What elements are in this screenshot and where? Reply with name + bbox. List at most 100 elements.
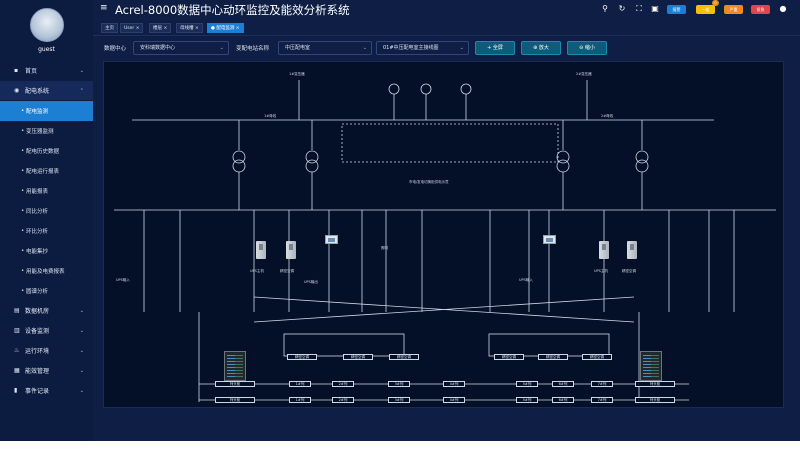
subitem-meter-reading[interactable]: • 电能集抄 — [21, 248, 49, 255]
serious-alarm-button[interactable]: 严重 — [724, 5, 743, 14]
sidebar-item-events[interactable]: ▮ 事件记录 ⌄ — [0, 381, 93, 400]
row-box[interactable]: 5#列 — [516, 381, 538, 387]
row-box[interactable]: 5#列 — [516, 397, 538, 403]
branch-label: UPS输出 — [304, 280, 318, 284]
subitem-power-monitor[interactable]: • 配电监测 — [0, 101, 93, 121]
subitem-report[interactable]: • 配电运行报表 — [21, 168, 60, 175]
row-head-box[interactable]: 列头柜 — [635, 397, 675, 403]
button-label: 全屏 — [492, 45, 503, 51]
center-select[interactable]: 安科瑞数据中心⌄ — [133, 41, 229, 55]
bus-label-1: 1#母线 — [264, 114, 277, 118]
meter-device[interactable] — [543, 235, 556, 244]
app-title: Acrel-8000数据中心动环监控及能效分析系统 — [115, 3, 350, 17]
tab-busway[interactable]: 母线槽 × — [176, 23, 203, 33]
avatar[interactable] — [30, 8, 64, 42]
branch-label: 精密空调 — [280, 269, 294, 273]
server-rack-right[interactable] — [640, 351, 662, 381]
tab-home[interactable]: 主页 — [101, 23, 118, 33]
sidebar-item-label: 数据机房 — [25, 308, 50, 315]
fullscreen-button[interactable]: + 全屏 — [475, 41, 515, 55]
bus-label-2: 2#母线 — [601, 114, 614, 118]
row-box[interactable]: 7#列 — [591, 397, 613, 403]
ups-cabinet[interactable] — [599, 241, 609, 259]
ups-cabinet[interactable] — [256, 241, 266, 259]
chevron-down-icon: ⌄ — [79, 307, 84, 314]
sidebar-item-datacenter[interactable]: ▤ 数据机房 ⌄ — [0, 301, 93, 320]
sidebar-item-power[interactable]: ◉ 配电系统 ⌃ — [0, 81, 93, 100]
station-select[interactable]: 中压配电室⌄ — [278, 41, 372, 55]
row-box[interactable]: 1#列 — [289, 381, 311, 387]
sidebar-item-device[interactable]: ▥ 设备监测 ⌄ — [0, 321, 93, 340]
subitem-energy-report[interactable]: • 用能报表 — [21, 188, 49, 195]
sidebar-item-label: 设备监测 — [25, 328, 50, 335]
tab-label: 母线槽 — [180, 26, 194, 31]
crac-box[interactable]: 精密空调 — [389, 354, 419, 360]
tab-power-monitor[interactable]: ● 配电监测 × — [207, 23, 244, 33]
diagram-lines — [114, 80, 776, 402]
row-box[interactable]: 3#列 — [388, 381, 410, 387]
row-box[interactable]: 2#列 — [332, 397, 354, 403]
crac-box[interactable]: 精密空调 — [287, 354, 317, 360]
tab-label: User — [124, 26, 135, 31]
tab-floor[interactable]: 楼层 × — [149, 23, 172, 33]
crac-box[interactable]: 精密空调 — [582, 354, 612, 360]
normal-alarm-button[interactable]: 一般 — [696, 5, 715, 14]
crac-box[interactable]: 精密空调 — [494, 354, 524, 360]
row-box[interactable]: 4#列 — [443, 381, 465, 387]
zoom-in-icon: ⊕ — [533, 45, 538, 51]
chevron-down-icon: ⌄ — [79, 67, 84, 74]
branch-label: UPS输入 — [116, 278, 130, 282]
meter-device[interactable] — [325, 235, 338, 244]
urgent-alarm-button[interactable]: 紧急 — [751, 5, 770, 14]
sidebar-item-label: 首页 — [25, 68, 38, 75]
sidebar-item-energy[interactable]: ▦ 能效管理 ⌄ — [0, 361, 93, 380]
row-box[interactable]: 1#列 — [289, 397, 311, 403]
thermometer-icon: ♨ — [14, 347, 20, 354]
row-box[interactable]: 3#列 — [388, 397, 410, 403]
zoom-in-button[interactable]: ⊕ 放大 — [521, 41, 561, 55]
fullscreen-icon[interactable]: ⛶ — [636, 4, 642, 13]
close-icon[interactable]: × — [135, 26, 140, 31]
single-line-diagram[interactable]: 1#变压器 2#变压器 市电/发电切换柜供电示意 1#母线 2#母线 UPS输入… — [103, 61, 784, 408]
refresh-icon[interactable]: ↻ — [618, 4, 626, 13]
alarm-button[interactable]: 报警 — [667, 5, 686, 14]
row-box[interactable]: 6#列 — [552, 381, 574, 387]
chart-icon[interactable]: ▣ — [651, 4, 659, 13]
close-icon[interactable]: × — [235, 26, 240, 31]
close-icon[interactable]: × — [194, 26, 199, 31]
ac-cabinet[interactable] — [627, 241, 637, 259]
row-box[interactable]: 6#列 — [552, 397, 574, 403]
sidebar: guest ▪ 首页 ⌄ ◉ 配电系统 ⌃ • 配电监测 • 变压器监测 • 配… — [0, 0, 93, 441]
row-head-box[interactable]: 列头柜 — [215, 381, 255, 387]
crac-box[interactable]: 精密空调 — [538, 354, 568, 360]
subitem-fee-report[interactable]: • 用能及电费报表 — [21, 268, 65, 275]
tab-user[interactable]: User × — [120, 23, 144, 33]
subitem-yoy[interactable]: • 同比分析 — [21, 208, 49, 215]
row-box[interactable]: 7#列 — [591, 381, 613, 387]
tab-label: 楼层 — [153, 26, 162, 31]
zoom-out-button[interactable]: ⊖ 缩小 — [567, 41, 607, 55]
gauge-icon: ◉ — [14, 87, 20, 94]
chevron-down-icon: ⌄ — [459, 45, 464, 51]
subitem-mom[interactable]: • 环比分析 — [21, 228, 49, 235]
app-window: guest ▪ 首页 ⌄ ◉ 配电系统 ⌃ • 配电监测 • 变压器监测 • 配… — [0, 0, 800, 441]
crac-box[interactable]: 精密空调 — [343, 354, 373, 360]
subitem-history[interactable]: • 配电历史数据 — [21, 148, 60, 155]
user-icon[interactable]: ● — [779, 4, 787, 13]
sidebar-item-label: 配电系统 — [25, 88, 50, 95]
search-icon[interactable]: ⚲ — [602, 4, 608, 13]
row-head-box[interactable]: 列头柜 — [215, 397, 255, 403]
row-box[interactable]: 2#列 — [332, 381, 354, 387]
menu-icon[interactable]: ≡ — [100, 3, 108, 13]
row-box[interactable]: 4#列 — [443, 397, 465, 403]
branch-label: UPS输入 — [519, 278, 533, 282]
subitem-spectrum[interactable]: • 圆谱分析 — [21, 288, 49, 295]
ac-cabinet[interactable] — [286, 241, 296, 259]
server-rack-left[interactable] — [224, 351, 246, 381]
subitem-transformer[interactable]: • 变压器监测 — [21, 128, 54, 135]
close-icon[interactable]: × — [163, 26, 168, 31]
diagram-select[interactable]: 01#中压配电室主接线图⌄ — [376, 41, 469, 55]
row-head-box[interactable]: 列头柜 — [635, 381, 675, 387]
sidebar-item-home[interactable]: ▪ 首页 ⌄ — [0, 61, 93, 80]
sidebar-item-environment[interactable]: ♨ 运行环境 ⌄ — [0, 341, 93, 360]
